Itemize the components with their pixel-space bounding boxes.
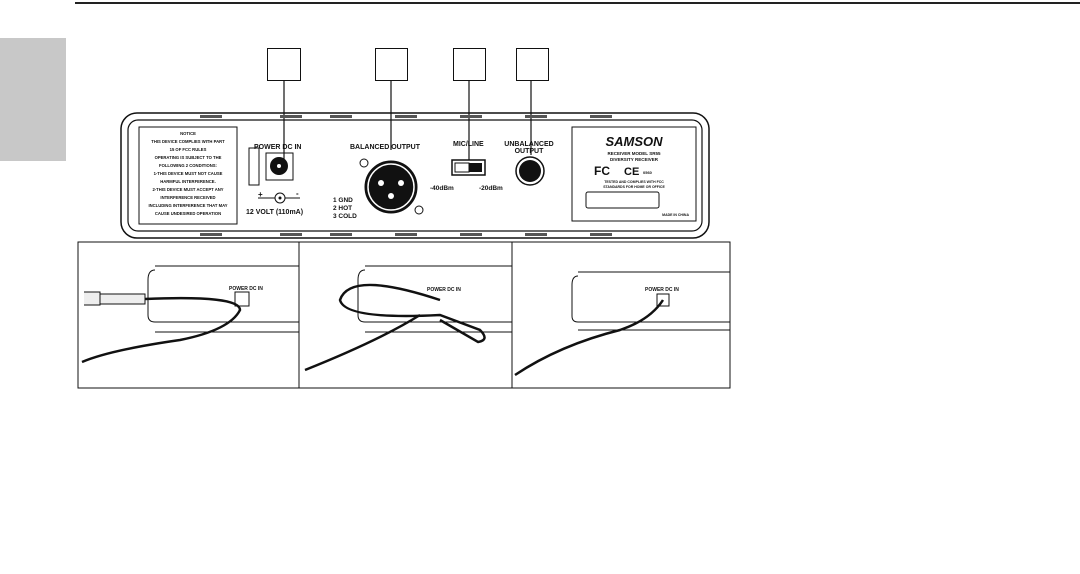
callout-box-2 — [375, 48, 408, 81]
made-in-label: MADE IN CHINA — [662, 213, 689, 217]
notice-line: INTERFERENCE RECEIVED — [160, 195, 215, 200]
notice-line: 2-THIS DEVICE MUST ACCEPT ANY — [152, 187, 223, 192]
notice-line: 15 OF FCC RULES — [170, 147, 207, 152]
photo-1-power-label: POWER DC IN — [229, 286, 263, 292]
receiver-rear-panel: NOTICE THIS DEVICE COMPLIES WITH PART 15… — [77, 81, 731, 389]
callout-box-4 — [516, 48, 549, 81]
ce-number: 0560 — [643, 170, 653, 175]
notice-line: OPERATING IS SUBJECT TO THE — [155, 155, 222, 160]
notice-line: FOLLOWING 2 CONDITIONS: — [159, 163, 217, 168]
voltage-label: 12 VOLT (110mA) — [246, 209, 303, 216]
tested-line: STANDARDS FOR HOME OR OFFICE — [603, 185, 665, 189]
power-dc-in-label: POWER DC IN — [254, 144, 301, 151]
installation-photos: POWER DC IN POWER DC IN POWER DC IN — [77, 241, 731, 389]
callout-box-3 — [453, 48, 486, 81]
mic-line-label: MIC/LINE — [453, 141, 484, 148]
top-rule — [75, 2, 1080, 4]
notice-line: 1-THIS DEVICE MUST NOT CAUSE — [154, 171, 223, 176]
ce-logo: CE — [624, 166, 639, 178]
samson-logo: SAMSON — [605, 134, 663, 149]
mic-line-switch — [451, 159, 486, 176]
model-label: RECEIVER MODEL SR55 — [608, 151, 661, 156]
unbalanced-jack — [519, 160, 541, 182]
minus-label: - — [296, 189, 299, 198]
section-tab — [0, 38, 66, 161]
balanced-output-label: BALANCED OUTPUT — [350, 144, 421, 151]
db-low-label: -40dBm — [430, 185, 454, 192]
notice-line: INCLUDING INTERFERENCE THAT MAY — [148, 203, 227, 208]
model-sub-label: DIVERSITY RECEIVER — [610, 157, 659, 162]
notice-line: CAUSE UNDESIRED OPERATION — [155, 211, 221, 216]
pin-label: 3 COLD — [333, 213, 357, 220]
plus-label: + — [258, 190, 263, 199]
pin-label: 1 GND — [333, 197, 353, 204]
callout-box-1 — [267, 48, 301, 81]
photo-3-power-label: POWER DC IN — [645, 287, 679, 293]
tested-line: TESTED AND COMPLIES WITH FCC — [604, 180, 664, 184]
db-high-label: -20dBm — [479, 185, 503, 192]
unbalanced-label: UNBALANCED — [504, 141, 553, 148]
notice-line: THIS DEVICE COMPLIES WITH PART — [151, 139, 225, 144]
pin-label: 2 HOT — [333, 205, 352, 212]
notice-line: NOTICE — [180, 131, 196, 136]
unbalanced-label: OUTPUT — [515, 148, 545, 155]
notice-line: HARMFUL INTERFERENCE. — [160, 179, 216, 184]
fcc-logo: FC — [594, 164, 610, 178]
xlr-connector — [364, 160, 418, 214]
photo-2-power-label: POWER DC IN — [427, 287, 461, 293]
